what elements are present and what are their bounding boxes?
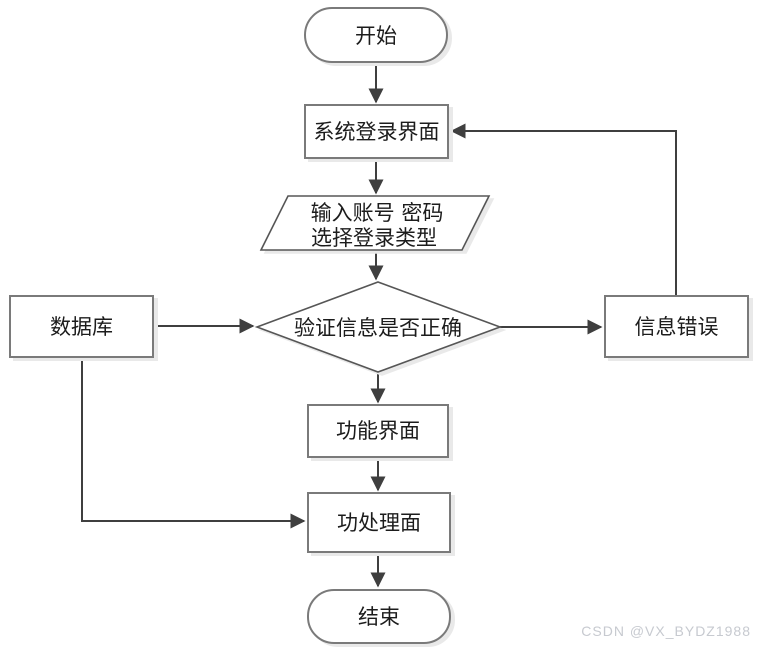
verify-diamond-shape (254, 281, 503, 373)
process-label: 功处理面 (337, 511, 421, 535)
node-verify: 验证信息是否正确 (254, 281, 503, 373)
node-database: 数据库 (9, 295, 154, 358)
verify-label: 验证信息是否正确 (294, 316, 462, 340)
end-label: 结束 (358, 605, 400, 629)
csdn-watermark: CSDN @VX_BYDZ1988 (581, 623, 751, 639)
start-label: 开始 (355, 24, 397, 48)
function-label: 功能界面 (336, 419, 420, 443)
login-process-shape (304, 104, 449, 159)
nodes-layer: 开始 系统登录界面 输入账号 密码 选择登录类型 验证信息是否正确 数据库 (9, 7, 749, 644)
connector-database-to-process (81, 357, 306, 529)
process-shape (307, 492, 451, 553)
error-process-shape (604, 295, 749, 358)
node-input: 输入账号 密码 选择登录类型 (259, 195, 491, 251)
node-end: 结束 (307, 589, 451, 644)
end-terminator-shape (307, 589, 451, 644)
node-function: 功能界面 (307, 404, 449, 458)
login-label: 系统登录界面 (314, 120, 440, 144)
database-process-shape (9, 295, 154, 358)
node-login: 系统登录界面 (304, 104, 449, 159)
connectors-layer (81, 62, 677, 588)
node-process: 功处理面 (307, 492, 451, 553)
node-error: 信息错误 (604, 295, 749, 358)
error-label: 信息错误 (635, 315, 719, 339)
input-parallelogram-shape (259, 195, 491, 251)
function-process-shape (307, 404, 449, 458)
input-label-line1: 输入账号 密码 (311, 201, 444, 225)
node-start: 开始 (304, 7, 448, 63)
connector-error-to-login (450, 123, 677, 296)
start-terminator-shape (304, 7, 448, 63)
input-label-line2: 选择登录类型 (311, 226, 437, 250)
database-label: 数据库 (50, 315, 113, 339)
